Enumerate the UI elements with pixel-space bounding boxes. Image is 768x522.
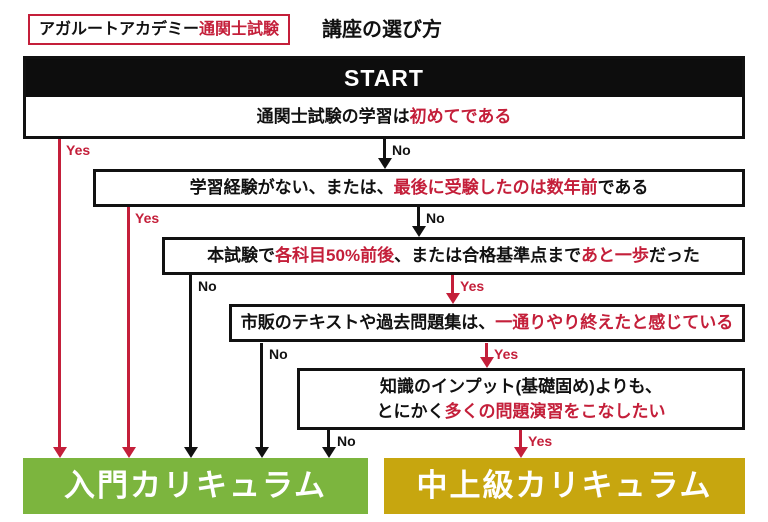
- page-title: 講座の選び方: [322, 19, 442, 41]
- question-5-line2: とにかく多くの問題演習をこなしたい: [300, 399, 742, 424]
- yes-arrow-q2-icon: [122, 447, 136, 458]
- yes-arrow-q4-icon: [480, 357, 494, 368]
- question-4: 市販のテキストや過去問題集は、一通りやり終えたと感じている: [229, 304, 745, 342]
- yes-line-q5: [519, 430, 522, 448]
- start-block: START 通関士試験の学習は初めてである: [23, 56, 745, 139]
- yes-arrow-q5-icon: [514, 447, 528, 458]
- no-line-q4: [260, 343, 263, 448]
- question-5-line2-text: とにかく: [376, 402, 445, 421]
- no-line-q5: [327, 430, 330, 448]
- question-5-line2-highlight: 多くの問題演習をこなしたい: [444, 402, 666, 421]
- outcome-advanced-curriculum: 中上級カリキュラム: [384, 458, 745, 514]
- question-1-highlight: 初めてである: [409, 107, 512, 126]
- question-3-text-end: だった: [648, 246, 700, 265]
- question-1-text: 通関士試験の学習は: [256, 107, 410, 126]
- question-2-highlight: 最後に受験したのは数年前: [393, 178, 598, 197]
- no-line-q1: [383, 139, 386, 159]
- no-arrow-q4-icon: [255, 447, 269, 458]
- no-arrow-q3-icon: [184, 447, 198, 458]
- question-3: 本試験で各科目50%前後、または合格基準点まであと一歩だった: [162, 237, 745, 275]
- yes-line-q2: [127, 207, 130, 448]
- brand-name: アガルートアカデミー: [39, 21, 200, 38]
- question-3-highlight-2: あと一歩: [580, 246, 649, 265]
- question-3-text-mid: 、または合格基準点まで: [394, 246, 581, 265]
- brand-exam-name: 通関士試験: [199, 21, 280, 38]
- question-5-line1: 知識のインプット(基礎固め)よりも、: [380, 377, 662, 396]
- no-line-q3: [189, 275, 192, 448]
- no-arrow-q1-icon: [378, 158, 392, 169]
- no-label-q5: No: [337, 433, 356, 449]
- no-label-q4: No: [269, 346, 288, 362]
- yes-label-q1: Yes: [66, 142, 91, 158]
- yes-arrow-q3-icon: [446, 293, 460, 304]
- yes-arrow-q1-icon: [53, 447, 67, 458]
- no-label-q2: No: [426, 210, 445, 226]
- no-arrow-q2-icon: [412, 226, 426, 237]
- yes-label-q4: Yes: [494, 346, 519, 362]
- yes-label-q2: Yes: [135, 210, 160, 226]
- yes-line-q4: [485, 343, 488, 358]
- question-2: 学習経験がない、または、最後に受験したのは数年前である: [93, 169, 745, 207]
- question-1: 通関士試験の学習は初めてである: [26, 97, 742, 136]
- question-4-highlight: 一通りやり終えたと感じている: [495, 313, 734, 332]
- start-banner: START: [26, 59, 742, 97]
- outcome-beginner-curriculum: 入門カリキュラム: [23, 458, 368, 514]
- no-label-q3: No: [198, 278, 217, 294]
- question-2-text-end: である: [597, 178, 649, 197]
- question-5: 知識のインプット(基礎固め)よりも、 とにかく多くの問題演習をこなしたい: [297, 368, 745, 430]
- yes-label-q3: Yes: [460, 278, 485, 294]
- yes-line-q3: [451, 275, 454, 294]
- yes-line-q1: [58, 139, 61, 448]
- question-2-text: 学習経験がない、または、: [189, 178, 394, 197]
- no-label-q1: No: [392, 142, 411, 158]
- question-3-text: 本試験で: [207, 246, 276, 265]
- no-arrow-q5-icon: [322, 447, 336, 458]
- brand-badge: アガルートアカデミー通関士試験: [28, 14, 291, 45]
- question-3-highlight-1: 各科目50%前後: [275, 246, 395, 265]
- question-4-text: 市販のテキストや過去問題集は、: [240, 313, 496, 332]
- no-line-q2: [417, 207, 420, 227]
- yes-label-q5: Yes: [528, 433, 553, 449]
